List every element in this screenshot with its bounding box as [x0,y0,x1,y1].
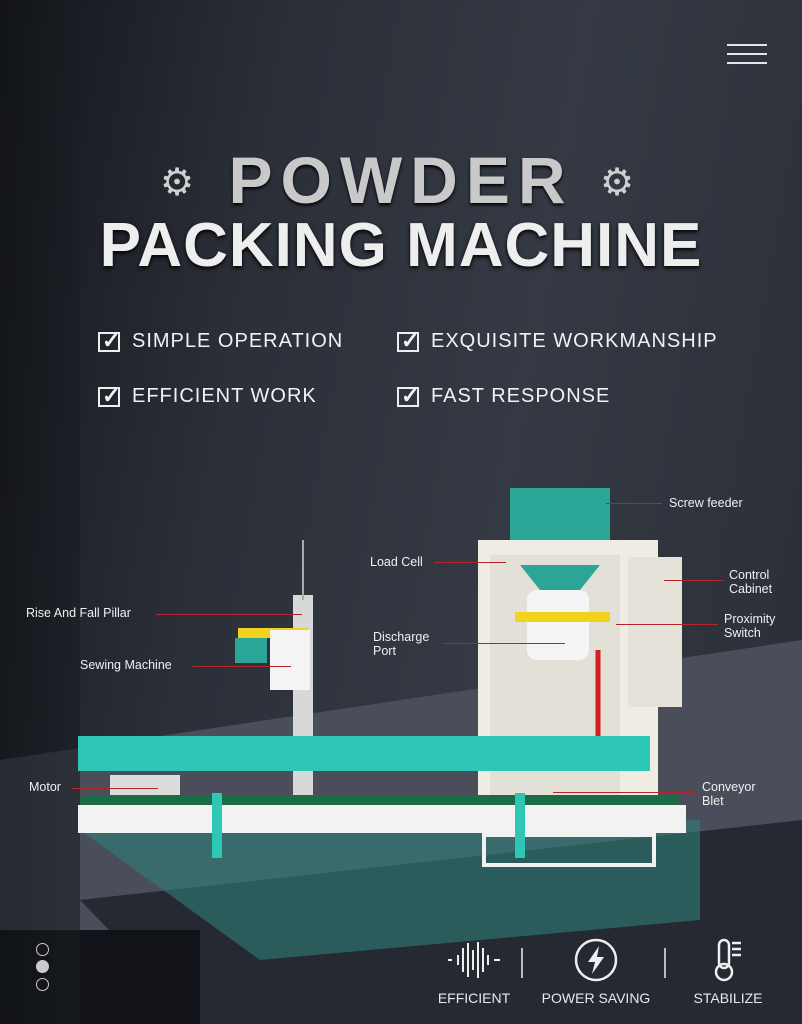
gear-icon: ⚙ [160,162,195,204]
feature-label: POWER SAVING [541,990,651,1006]
feature-simple-operation: ✓ SIMPLE OPERATION [98,329,344,353]
callout-sewing-machine: Sewing Machine [80,658,172,672]
callout-proximity-switch: Proximity Switch [724,612,776,640]
feature-label: SIMPLE OPERATION [132,330,344,352]
callout-discharge-port: Discharge Port [373,630,430,658]
feature-label: EFFICIENT WORK [132,385,317,407]
callout-motor: Motor [29,780,61,794]
checkbox-icon: ✓ [98,329,120,352]
pager-dot-1[interactable] [36,943,49,956]
callout-load-cell: Load Cell [370,555,423,569]
callout-screw-feeder: Screw feeder [669,496,743,510]
sound-wave-icon [432,938,516,982]
feature-label: FAST RESPONSE [431,385,611,407]
feature-label: EFFICIENT [437,990,511,1006]
lightning-icon [538,938,654,982]
callout-control-cabinet: Control Cabinet [729,568,773,596]
left-shadow-column [0,0,80,1024]
feature-label: EXQUISITE WORKMANSHIP [431,330,718,352]
feature-fast-response: ✓ FAST RESPONSE [397,384,611,408]
callout-conveyor-belt: Conveyor Blet [702,780,756,808]
feature-exquisite-workmanship: ✓ EXQUISITE WORKMANSHIP [397,329,718,353]
feature-power-saving: POWER SAVING [538,938,654,1006]
title-line-1: POWDER [228,143,574,217]
pager-dot-2[interactable] [36,960,49,973]
checkbox-icon: ✓ [397,384,419,407]
feature-label: STABILIZE [693,990,763,1006]
title-line-2: PACKING MACHINE [99,211,703,280]
callout-rise-fall-pillar: Rise And Fall Pillar [26,606,131,620]
hamburger-menu-button[interactable] [727,44,767,68]
feature-efficient-work: ✓ EFFICIENT WORK [98,384,317,408]
feature-stabilize: STABILIZE [686,938,770,1006]
thermometer-icon [686,938,770,982]
pager-dot-3[interactable] [36,978,49,991]
gear-icon: ⚙ [600,162,635,204]
checkbox-icon: ✓ [98,384,120,407]
checkbox-icon: ✓ [397,329,419,352]
feature-efficient: EFFICIENT [432,938,516,1006]
